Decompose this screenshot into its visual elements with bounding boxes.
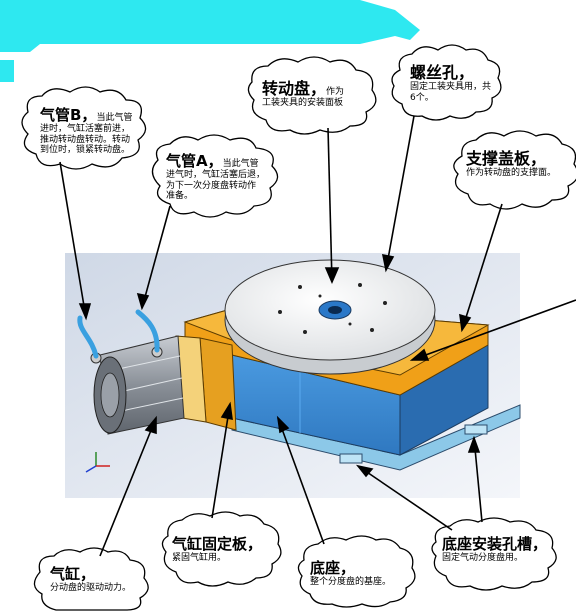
cloud-dizuo-kongcao [431,517,557,591]
label-zhuandongpan: 转动盘，作为 工装夹具的安装面板 [262,79,372,109]
air-tube-a [135,309,160,353]
label-luosikong-desc-1: 固定工装夹具用，共 [410,82,492,93]
label-qigang-gudingban-title: 气缸固定板， [172,535,263,553]
label-dizuo-desc-1: 整个分度盘的基座。 [310,577,392,588]
label-luosikong-title: 螺丝孔， [410,63,475,82]
cloud-dizuo [297,535,416,608]
label-dizuo-kongcao-title: 底座安装孔槽， [442,535,548,553]
label-qiguan-a: 气管A，当此气管 进气时，气缸活塞后退， 为下一次分度盘转动作 准备。 [166,152,274,201]
label-qigang: 气缸， 分动盘的驱动动力。 [50,565,146,594]
arrow-kongcao-left [357,465,453,531]
cloud-zhicheng [453,130,576,210]
rotary-disc [224,259,436,375]
label-dizuo-kongcao: 底座安装孔槽， 固定气动分度盘用。 [442,535,560,564]
top-banner [0,0,420,82]
cylinder-mount-plate [175,335,237,431]
cloud-luosikong [391,44,502,121]
label-qiguan-a-desc-2: 进气时，气缸活塞后退， [166,170,266,181]
label-qigang-gudingban: 气缸固定板， 紧固气缸用。 [172,535,280,564]
label-qiguan-b-desc-4: 到位时，锁紧转动盘。 [40,145,131,156]
cloud-qiguan-a [151,134,279,218]
label-luosikong: 螺丝孔， 固定工装夹具用，共 6个。 [410,63,506,103]
label-qiguan-b-title: 气管B， [40,106,97,124]
label-qiguan-a-title: 气管A， [166,152,223,170]
label-dizuo-kongcao-desc-1: 固定气动分度盘用。 [442,553,524,564]
arrow-qigang-gudingban [211,403,231,519]
label-qigang-title: 气缸， [50,565,96,583]
cloud-zhuandongpan [247,56,377,135]
leader-arrows [59,115,576,557]
cloud-qiguan-b [21,86,147,170]
label-zhicheng-title: 支撑盖板， [466,149,547,168]
label-qiguan-a-desc-1: 当此气管 [222,159,259,169]
label-zhuandongpan-title: 转动盘， [262,79,327,98]
arrow-qiguan-b [59,161,87,319]
label-dizuo-title: 底座， [310,559,356,577]
arrow-zhuandongpan [327,127,333,283]
label-qiguan-b: 气管B，当此气管 进时，气缸活塞前进， 推动转动盘转动。转动 到位时，锁紧转动盘… [40,106,144,155]
label-zhuandongpan-desc-2: 工装夹具的安装面板 [262,98,344,109]
label-qiguan-a-desc-3: 为下一次分度盘转动作 [166,180,257,191]
label-zhicheng-desc-1: 作为转动盘的支撑面。 [466,168,557,179]
air-tubes [77,309,160,359]
label-zhuandongpan-desc-1: 作为 [326,87,345,97]
arrow-zhicheng [461,203,503,331]
screw-holes [278,283,387,334]
arrow-dizuo [277,417,325,545]
callout-clouds [21,44,576,611]
label-dizuo: 底座， 整个分度盘的基座。 [310,559,414,588]
arrow-qiguan-a [141,205,171,309]
label-zhicheng: 支撑盖板， 作为转动盘的支撑面。 [466,149,576,179]
cloud-qigang [33,547,149,611]
label-qigang-desc-1: 分动盘的驱动动力。 [50,583,132,594]
label-qiguan-b-desc-2: 进时，气缸活塞前进， [40,124,131,135]
arrow-qigang [99,417,157,557]
axis-triad-icon [85,452,110,473]
label-luosikong-desc-2: 6个。 [410,92,434,103]
label-qiguan-a-desc-4: 准备。 [166,191,194,202]
arrow-luosikong [385,115,415,271]
label-qiguan-b-desc-1: 当此气管 [96,113,133,123]
label-qigang-gudingban-desc-1: 紧固气缸用。 [172,553,227,564]
air-tube-b [77,315,99,359]
cloud-qigang-gudingban [161,511,282,587]
mounting-slot-right [464,424,488,435]
cylinder [90,335,185,435]
label-qiguan-b-desc-3: 推动转动盘转动。转动 [40,134,131,145]
arrow-disc-edge [411,299,576,361]
mounting-slot-left [339,453,363,464]
